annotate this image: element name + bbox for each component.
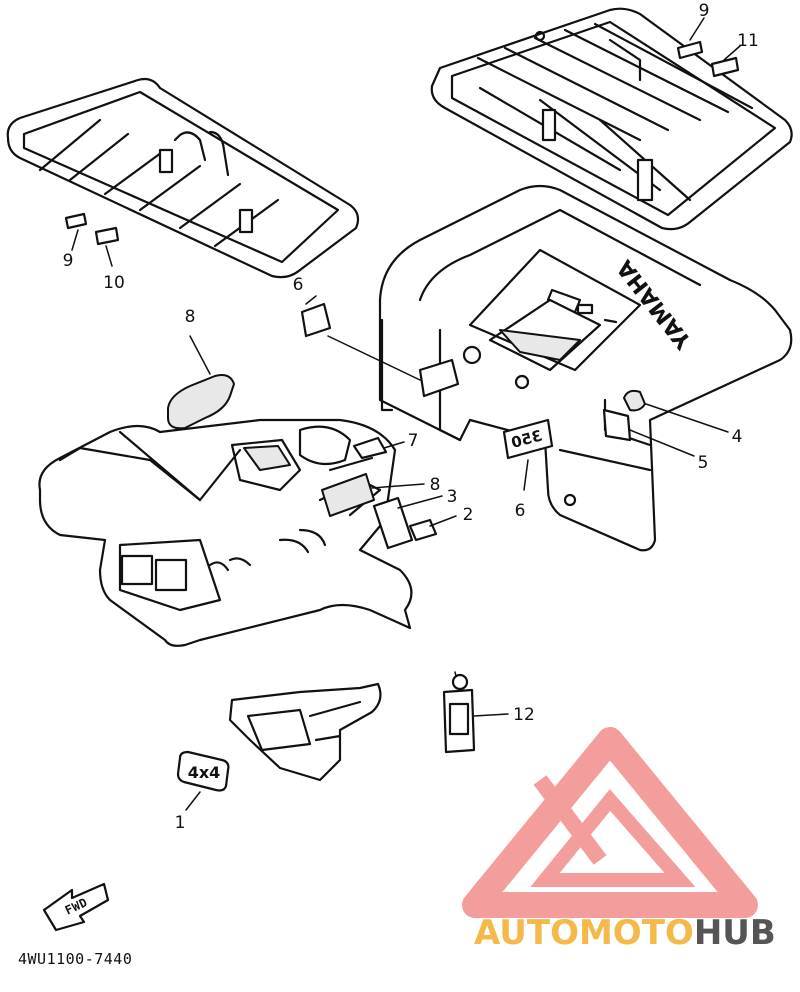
callout-8-lower: 8: [430, 475, 441, 495]
warning-tag-12: [442, 671, 476, 754]
callout-5: 5: [698, 453, 709, 473]
rear-fender: YAMAHA: [378, 184, 793, 552]
forward-direction-arrow: FWD: [42, 882, 110, 932]
callout-11: 11: [737, 31, 759, 51]
reflector-5: [602, 408, 632, 442]
decal-10: [94, 226, 120, 246]
decal-2: [408, 518, 438, 542]
decal-11: [710, 56, 740, 78]
callout-4: 4: [732, 427, 743, 447]
decal-9-top: [676, 40, 704, 60]
watermark-brand-part2: HUB: [694, 913, 776, 953]
callout-1: 1: [175, 813, 186, 833]
callout-9-top: 9: [699, 1, 710, 21]
decal-6-upper: [300, 302, 332, 338]
decal-7: [352, 436, 388, 460]
rear-carrier-rack: [430, 7, 793, 231]
front-fender: [38, 418, 413, 647]
callout-8-upper: 8: [185, 307, 196, 327]
decal-3: [372, 496, 414, 550]
callout-6-lower: 6: [515, 501, 526, 521]
decal-4x4-text: 4x4: [188, 763, 221, 782]
callout-7: 7: [408, 431, 419, 451]
seat-cushion-8: [167, 374, 235, 430]
front-guard-panel: [228, 682, 382, 782]
watermark-logo: [462, 727, 758, 918]
callout-6-upper: 6: [293, 275, 304, 295]
watermark-brand-part1: AUTOMOTO: [474, 913, 694, 953]
part-code: 4WU1100-7440: [18, 950, 132, 968]
callout-2: 2: [463, 505, 474, 525]
front-carrier-rack: [6, 77, 360, 279]
callout-3: 3: [447, 487, 458, 507]
decal-9-left: [64, 212, 88, 230]
callout-labels: 9 11 9 10 6 8 4 5 7 8 3 2 6 12 1: [63, 1, 759, 833]
watermark-brand-text: AUTOMOTOHUB: [474, 913, 776, 953]
callout-9-left: 9: [63, 251, 74, 271]
reflector-4: [623, 389, 646, 412]
decal-4x4: 4x4: [176, 750, 230, 792]
model-decal-350: 350: [502, 418, 554, 460]
callout-12: 12: [513, 705, 535, 725]
decal-8-lower: [321, 473, 375, 517]
callout-10: 10: [103, 273, 125, 293]
